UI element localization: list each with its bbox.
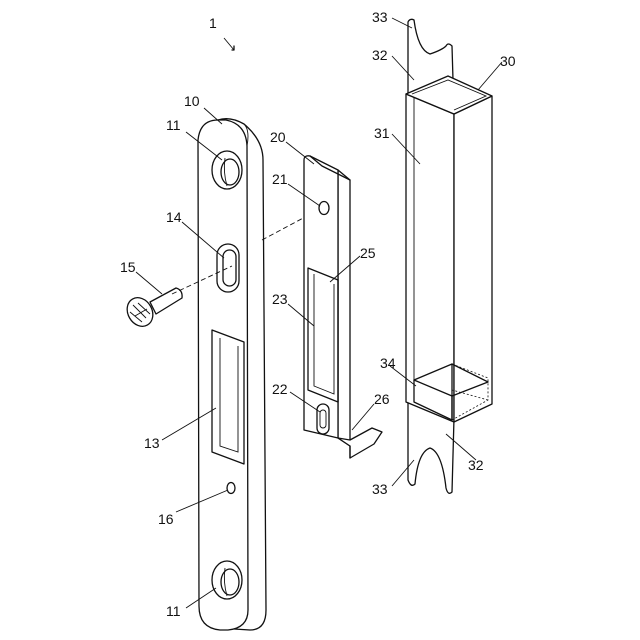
label-26: 26 [374,391,390,407]
strike-plate-front [198,120,248,630]
label-25: 25 [360,245,376,261]
strike-plate [198,119,266,630]
screw [122,288,182,331]
label-32-bottom: 32 [468,457,484,473]
label-34: 34 [380,355,396,371]
screw-shank [150,288,182,314]
strike-box [406,19,492,493]
label-11-top: 11 [166,117,181,133]
label-21: 21 [272,171,288,187]
label-33-bottom: 33 [372,481,388,497]
label-31: 31 [374,125,390,141]
label-22: 22 [272,381,288,397]
label-15: 15 [120,259,136,275]
label-23: 23 [272,291,288,307]
adjustment-plate [304,156,382,458]
adjustment-plate-flange [338,170,350,446]
label-32-top: 32 [372,47,388,63]
label-13: 13 [144,435,160,451]
label-20: 20 [270,129,286,145]
leader-30 [478,62,502,90]
label-16: 16 [158,511,174,527]
label-1: 1 [209,15,217,31]
label-10: 10 [184,93,200,109]
leader-15 [136,272,162,294]
leader-26 [352,404,374,430]
leader-1 [224,38,234,50]
label-30: 30 [500,53,516,69]
label-14: 14 [166,209,182,225]
leader-20 [286,142,314,164]
label-33-top: 33 [372,9,388,25]
box-side-face [454,96,492,422]
label-11-bottom: 11 [166,603,181,619]
